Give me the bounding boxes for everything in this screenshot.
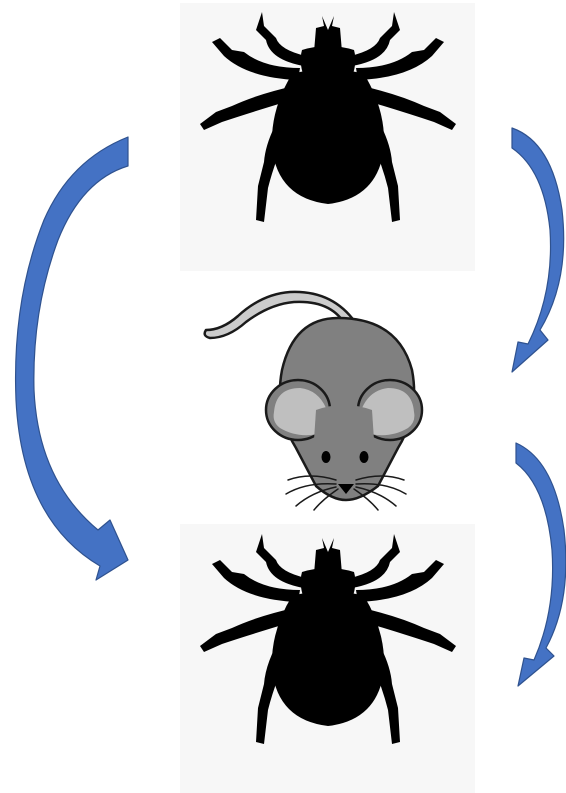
tick-icon	[200, 534, 456, 744]
curved-arrow-icon	[16, 137, 128, 580]
tick-icon	[200, 12, 456, 222]
mouse-icon	[205, 292, 422, 510]
curved-arrow-icon	[512, 128, 564, 372]
curved-arrow-icon	[516, 443, 566, 686]
